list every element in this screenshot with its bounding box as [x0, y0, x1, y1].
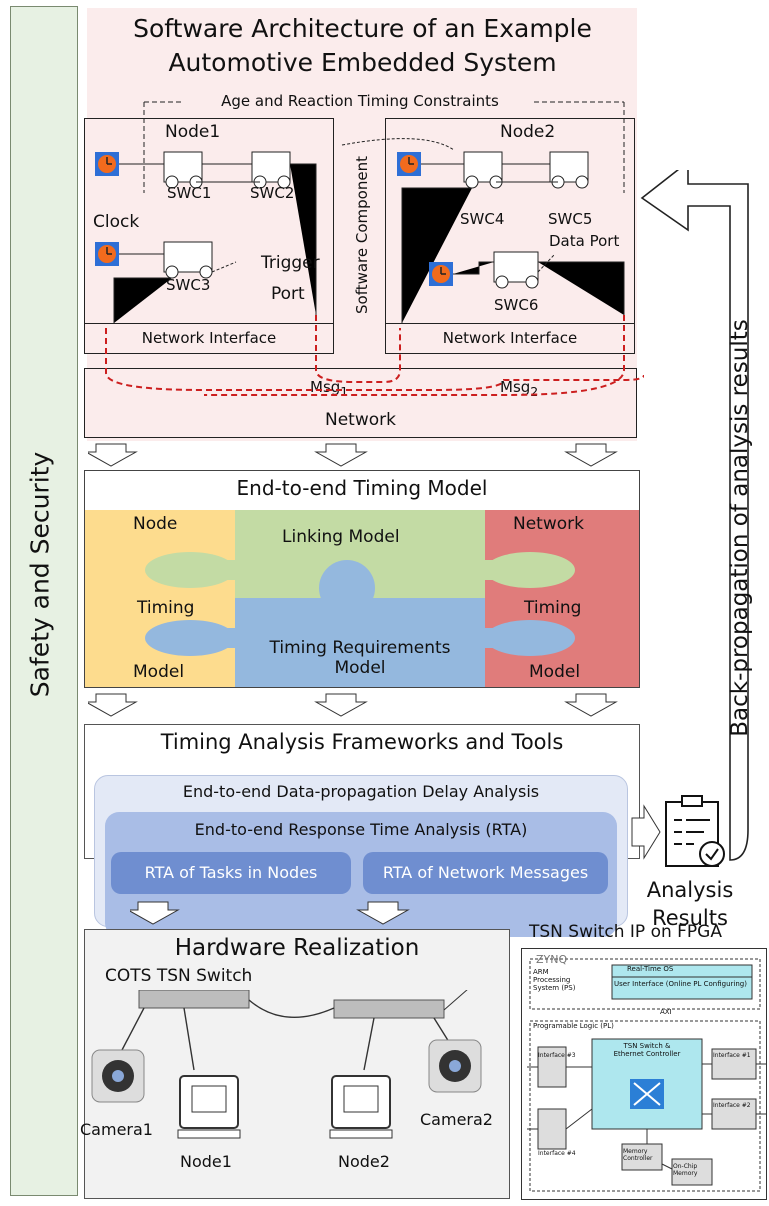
clock-icon	[95, 152, 119, 176]
node-timing-word-2: Timing	[137, 598, 195, 618]
analysis-results-label: Analysis Results	[646, 878, 734, 930]
frameworks-title: Timing Analysis Frameworks and Tools	[160, 730, 564, 754]
architecture-drawing	[95, 101, 644, 396]
clock-label: Clock	[93, 212, 140, 232]
analysis-results-icon	[631, 795, 725, 867]
clock-icon	[429, 262, 453, 286]
network-timing-word-2: Timing	[524, 598, 582, 618]
node2-title: Node2	[500, 122, 556, 142]
cots-switch-label: COTS TSN Switch	[105, 966, 253, 986]
computer-icon	[177, 1075, 241, 1139]
computer-icon	[329, 1075, 393, 1139]
camera-icon	[428, 1039, 482, 1093]
constraint-label: Age and Reaction Timing Constraints	[221, 92, 499, 110]
down-arrows	[88, 693, 618, 717]
node2-network-interface: Network Interface	[385, 323, 635, 354]
swc6-label: SWC6	[494, 296, 539, 314]
fpga-core-label: TSN Switch & Ethernet Controller	[613, 1042, 681, 1058]
msg2-label: Msg2	[500, 378, 539, 399]
architecture-title: Software Architecture of an Example Auto…	[133, 14, 592, 77]
swc2-label: SWC2	[250, 184, 295, 202]
timing-model-box	[84, 470, 640, 688]
fpga-if4: Interface #4	[538, 1150, 576, 1157]
camera2-label: Camera2	[420, 1110, 493, 1129]
fpga-mem-ctrl: Memory Controller	[623, 1148, 653, 1162]
fpga-if1: Interface #1	[713, 1052, 751, 1059]
safety-security-bar	[10, 6, 78, 1196]
network-timing-word-3: Model	[529, 662, 581, 682]
rta-tasks-pill: RTA of Tasks in Nodes	[111, 852, 351, 894]
fpga-onchip: On-Chip Memory	[673, 1163, 698, 1177]
node-timing-word-1: Node	[133, 514, 178, 534]
safety-security-label: Safety and Security	[25, 451, 55, 698]
delay-analysis-label: End-to-end Data-propagation Delay Analys…	[182, 782, 540, 801]
linking-model-label: Linking Model	[282, 527, 400, 547]
swc3-label: SWC3	[166, 276, 211, 294]
down-arrows	[88, 443, 618, 467]
fpga-if2: Interface #2	[713, 1102, 751, 1109]
network-label: Network	[325, 410, 396, 430]
feedback-arrow-icon	[640, 170, 749, 861]
fpga-rtos: Real-Time OS	[627, 965, 674, 973]
clock-icon	[397, 152, 421, 176]
timing-model-puzzle	[85, 510, 639, 687]
rta-label: End-to-end Response Time Analysis (RTA)	[194, 820, 528, 839]
clock-icon	[95, 242, 119, 266]
port-label: Port	[271, 284, 305, 304]
node1-network-interface: Network Interface	[84, 323, 334, 354]
swc1-label: SWC1	[167, 184, 212, 202]
fpga-drawing	[527, 958, 766, 1192]
hardware-node1-label: Node1	[180, 1152, 232, 1171]
camera1-label: Camera1	[80, 1120, 153, 1139]
node1-title: Node1	[165, 122, 221, 142]
rta-network-pill: RTA of Network Messages	[363, 852, 608, 894]
hardware-drawing	[91, 990, 482, 1139]
fpga-ps: ARM Processing System (PS)	[533, 968, 576, 992]
fpga-if3: Interface #3	[538, 1052, 576, 1059]
down-arrows	[130, 901, 410, 925]
camera-icon	[91, 1049, 145, 1103]
hardware-node2-label: Node2	[338, 1152, 390, 1171]
swc5-label: SWC5	[548, 210, 593, 228]
trigger-label: Trigger	[261, 253, 320, 273]
msg1-label: Msg1	[310, 378, 349, 399]
fpga-ui: User Interface (Online PL Configuring)	[614, 980, 747, 988]
node1-box	[84, 118, 334, 354]
timing-model-title: End-to-end Timing Model	[236, 476, 488, 500]
hardware-title: Hardware Realization	[174, 935, 420, 961]
fpga-title: TSN Switch IP on FPGA	[529, 922, 722, 942]
network-timing-word-1: Network	[513, 514, 584, 534]
fpga-axi: AXI	[660, 1008, 672, 1016]
swc4-label: SWC4	[460, 210, 505, 228]
data-port-label: Data Port	[549, 232, 620, 250]
node-timing-word-3: Model	[133, 662, 185, 682]
timing-requirements-label: Timing Requirements Model	[269, 638, 451, 678]
fpga-pl: Programable Logic (PL)	[533, 1022, 614, 1030]
zynq-brand: ZYNQ	[536, 953, 568, 966]
